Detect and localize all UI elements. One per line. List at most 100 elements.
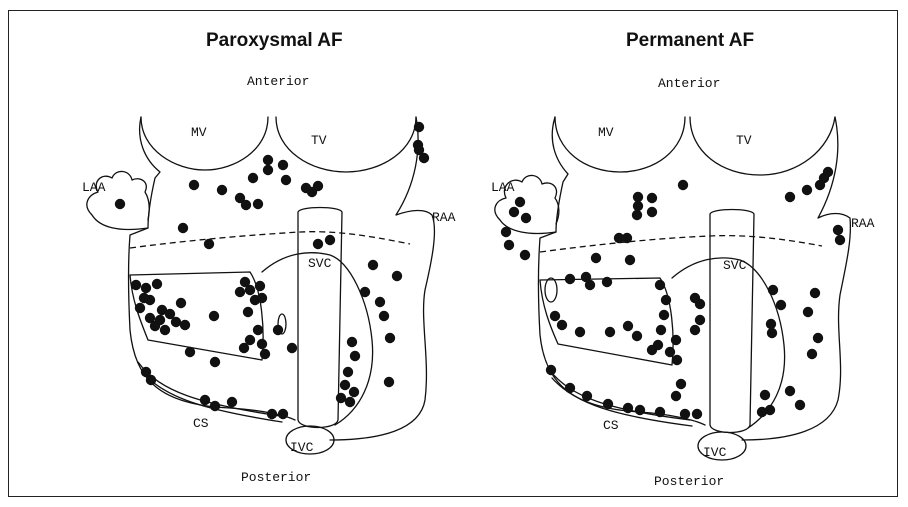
permanent-focus-dot xyxy=(550,311,560,321)
paroxysmal-focus-dot xyxy=(273,325,283,335)
paroxysmal-focus-dot xyxy=(350,351,360,361)
permanent-focus-dot xyxy=(823,167,833,177)
paroxysmal-focus-dot xyxy=(165,309,175,319)
paroxysmal-focus-dot xyxy=(385,333,395,343)
paroxysmal-focus-dot xyxy=(278,409,288,419)
paroxysmal-focus-dot xyxy=(257,339,267,349)
heart-outline-permanent xyxy=(495,117,851,460)
laa-outline xyxy=(495,175,559,233)
paroxysmal-focus-dot xyxy=(204,239,214,249)
paroxysmal-focus-dot xyxy=(349,387,359,397)
paroxysmal-focus-dot xyxy=(287,343,297,353)
paroxysmal-focus-dot xyxy=(384,377,394,387)
permanent-focus-dot xyxy=(672,355,682,365)
ivc-opening xyxy=(286,426,334,454)
posterior-wall-contour xyxy=(672,258,785,428)
paroxysmal-focus-dot xyxy=(239,343,249,353)
paroxysmal-focus-dot xyxy=(336,393,346,403)
paroxysmal-focus-dot xyxy=(131,280,141,290)
paroxysmal-focus-dot xyxy=(145,295,155,305)
tricuspid-valve-outline xyxy=(276,117,416,172)
permanent-focus-dot xyxy=(655,407,665,417)
paroxysmal-focus-dot xyxy=(176,298,186,308)
paroxysmal-focus-dot xyxy=(345,397,355,407)
permanent-focus-dot xyxy=(633,201,643,211)
paroxysmal-focus-dot xyxy=(115,199,125,209)
paroxysmal-focus-dot xyxy=(210,357,220,367)
paroxysmal-focus-dot xyxy=(146,375,156,385)
ivc-opening xyxy=(698,432,746,460)
paroxysmal-focus-dot xyxy=(189,180,199,190)
permanent-focus-dot xyxy=(676,379,686,389)
permanent-focus-dot xyxy=(565,274,575,284)
permanent-focus-dot xyxy=(671,391,681,401)
permanent-focus-dot xyxy=(659,310,669,320)
permanent-focus-dot xyxy=(757,407,767,417)
paroxysmal-focus-dot xyxy=(209,311,219,321)
permanent-focus-dot xyxy=(695,315,705,325)
dashed-divider xyxy=(540,236,822,252)
raa-contour xyxy=(742,117,850,440)
raa-contour xyxy=(330,117,434,440)
paroxysmal-focus-dot xyxy=(152,279,162,289)
paroxysmal-focus-dot xyxy=(263,155,273,165)
mitral-valve-outline xyxy=(141,117,268,170)
paroxysmal-focus-dot xyxy=(313,239,323,249)
permanent-focus-dot xyxy=(520,250,530,260)
paroxysmal-focus-dot xyxy=(278,160,288,170)
paroxysmal-focus-dot xyxy=(141,283,151,293)
paroxysmal-focus-dot xyxy=(243,307,253,317)
permanent-focus-dot xyxy=(575,327,585,337)
paroxysmal-focus-dot xyxy=(245,285,255,295)
permanent-focus-dot xyxy=(785,386,795,396)
permanent-focus-dot xyxy=(501,227,511,237)
paroxysmal-focus-dot xyxy=(253,325,263,335)
permanent-focus-dot xyxy=(833,225,843,235)
permanent-focus-dot xyxy=(760,390,770,400)
paroxysmal-focus-dot xyxy=(281,175,291,185)
paroxysmal-focus-dot xyxy=(253,199,263,209)
tricuspid-valve-outline xyxy=(690,117,835,175)
paroxysmal-focus-dot xyxy=(413,140,423,150)
paroxysmal-focus-dot xyxy=(180,320,190,330)
permanent-focus-dot xyxy=(635,405,645,415)
permanent-focus-dot xyxy=(632,210,642,220)
paroxysmal-focus-dot xyxy=(135,303,145,313)
permanent-focus-dot xyxy=(766,319,776,329)
paroxysmal-focus-dot xyxy=(368,260,378,270)
heart-outline-paroxysmal xyxy=(87,117,435,454)
paroxysmal-focus-dot xyxy=(263,165,273,175)
paroxysmal-focus-dot xyxy=(325,235,335,245)
permanent-focus-dot xyxy=(602,277,612,287)
paroxysmal-focus-dot xyxy=(414,122,424,132)
permanent-focus-dot xyxy=(695,299,705,309)
permanent-focus-dot xyxy=(509,207,519,217)
mitral-valve-outline xyxy=(555,117,685,172)
permanent-focus-dot xyxy=(504,240,514,250)
fossa-ovalis-right xyxy=(545,278,557,302)
permanent-focus-dot xyxy=(656,325,666,335)
paroxysmal-focus-dot xyxy=(343,367,353,377)
permanent-focus-dot xyxy=(582,391,592,401)
permanent-focus-dot xyxy=(632,331,642,341)
permanent-focus-dot xyxy=(605,327,615,337)
permanent-focus-dot xyxy=(665,347,675,357)
dashed-divider xyxy=(130,232,410,248)
permanent-focus-dot xyxy=(655,280,665,290)
paroxysmal-focus-dot xyxy=(227,397,237,407)
permanent-focus-dot xyxy=(633,192,643,202)
paroxysmal-focus-dot xyxy=(375,297,385,307)
permanent-focus-dot xyxy=(678,180,688,190)
permanent-focus-dot xyxy=(647,193,657,203)
permanent-focus-dot xyxy=(623,321,633,331)
permanent-focus-dot xyxy=(671,335,681,345)
permanent-focus-dot xyxy=(565,383,575,393)
paroxysmal-focus-dot xyxy=(340,380,350,390)
paroxysmal-focus-dot xyxy=(360,287,370,297)
permanent-focus-dot xyxy=(795,400,805,410)
paroxysmal-focus-dot xyxy=(248,173,258,183)
paroxysmal-focus-dot xyxy=(150,321,160,331)
permanent-focus-dot xyxy=(803,307,813,317)
permanent-focus-dot xyxy=(835,235,845,245)
